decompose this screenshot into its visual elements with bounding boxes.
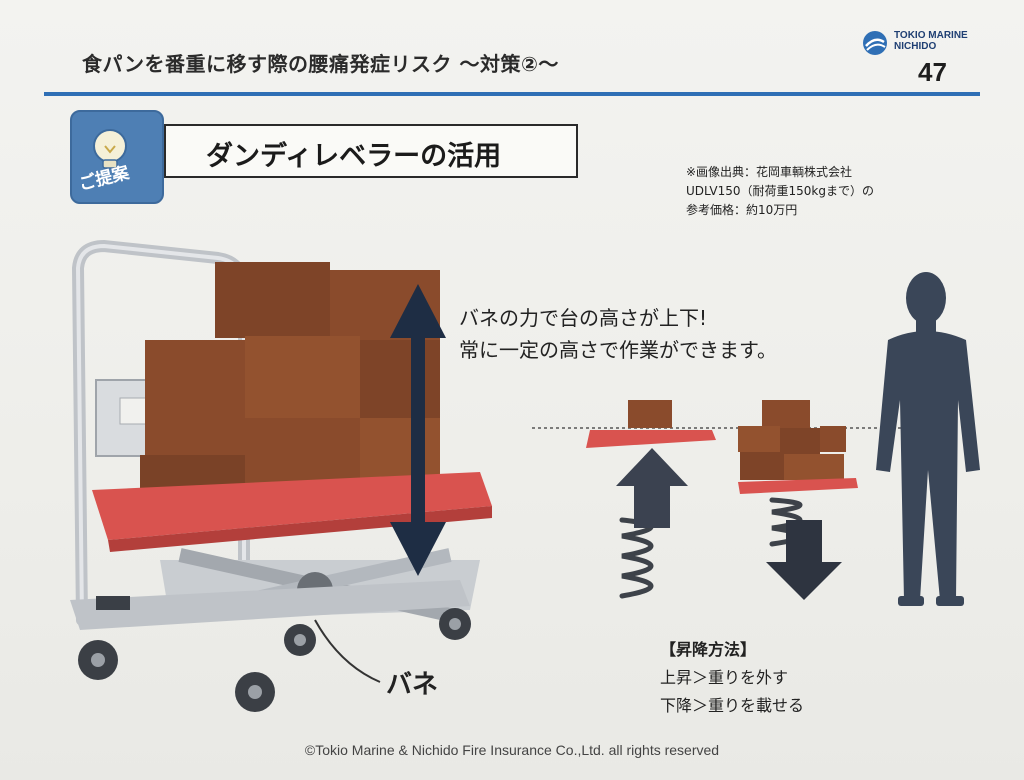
worker-silhouette [876,272,980,606]
source-line: ※画像出典：花岡車輌株式会社 [686,165,853,179]
spring-message-line: バネの力で台の高さが上下! [459,306,708,330]
page-number: 47 [918,57,947,87]
spring-label: バネ [386,670,439,700]
spring-pointer-line [314,619,381,683]
raise-diagram [586,400,716,599]
lift-method-box: 【昇降方法】 上昇＞重りを外す 下降＞重りを載せる [660,636,804,720]
up-down-arrow-icon [390,284,446,576]
source-line: UDLV150（耐荷重150kgまで）の [686,184,874,198]
method-heading: 【昇降方法】 [660,640,757,659]
up-arrow-icon [616,448,688,528]
header-divider [44,92,980,96]
method-lower: 下降＞重りを載せる [660,696,805,715]
source-line: 参考価格：約10万円 [686,203,798,217]
lift-cart-illustration [70,239,492,712]
company-logo-icon [863,31,887,55]
slide-title: 食パンを番重に移す際の腰痛発症リスク ～対策②～ [82,52,559,76]
section-heading-box: ダンディレベラーの活用 [164,124,578,178]
company-name: TOKIO MARINE NICHIDO [894,30,968,52]
lower-diagram [738,400,858,600]
cargo-boxes [140,262,440,496]
lightbulb-icon [93,129,127,169]
section-heading: ダンディレベラーの活用 [206,141,502,172]
spring-message-line: 常に一定の高さで作業ができます。 [459,338,777,362]
image-source-note: ※画像出典：花岡車輌株式会社 UDLV150（耐荷重150kgまで）の 参考価格… [686,163,874,220]
down-arrow-icon [766,520,842,600]
spring-message: バネの力で台の高さが上下! 常に一定の高さで作業ができます。 [459,302,777,366]
proposal-badge: ご提案 [70,110,164,204]
method-raise: 上昇＞重りを外す [660,668,789,687]
copyright-footer: ©Tokio Marine & Nichido Fire Insurance C… [304,742,720,758]
